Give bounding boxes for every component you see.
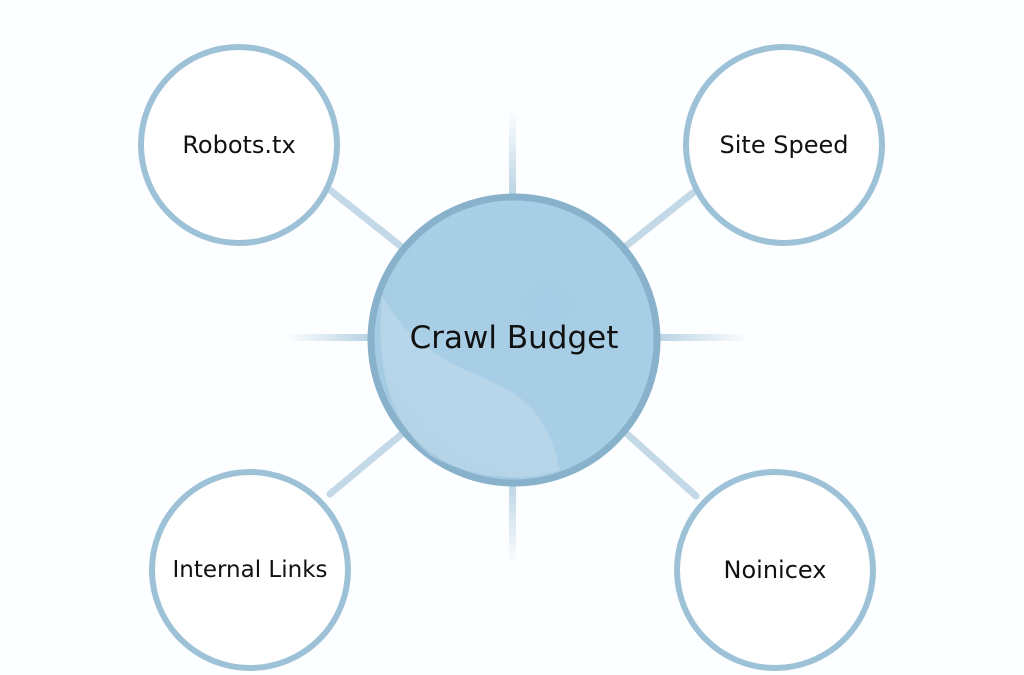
node-ring bbox=[138, 44, 340, 246]
center-node-label: Crawl Budget bbox=[410, 320, 619, 356]
node-ring bbox=[674, 469, 876, 671]
node-internal-links: Internal Links bbox=[149, 469, 351, 671]
node-ring bbox=[683, 44, 885, 246]
node-ring bbox=[149, 469, 351, 671]
connector-stub-left bbox=[285, 334, 369, 341]
node-label: Robots.tx bbox=[182, 131, 295, 159]
connector-links bbox=[326, 429, 407, 498]
connector-stub-right bbox=[657, 334, 749, 341]
connector-robots bbox=[326, 186, 407, 252]
connector-stub-bottom bbox=[509, 478, 516, 566]
node-label: Site Speed bbox=[720, 131, 849, 159]
connector-stub-top bbox=[509, 110, 516, 198]
center-node-crawl-budget: Crawl Budget bbox=[367, 193, 661, 487]
node-label: Internal Links bbox=[172, 557, 327, 583]
connector-speed bbox=[622, 188, 698, 250]
node-noindex: Noinicex bbox=[674, 469, 876, 671]
node-robots-txt: Robots.tx bbox=[138, 44, 340, 246]
center-node-highlight bbox=[380, 295, 560, 478]
node-site-speed: Site Speed bbox=[683, 44, 885, 246]
node-label: Noinicex bbox=[724, 556, 827, 584]
connector-noindex bbox=[622, 429, 700, 500]
